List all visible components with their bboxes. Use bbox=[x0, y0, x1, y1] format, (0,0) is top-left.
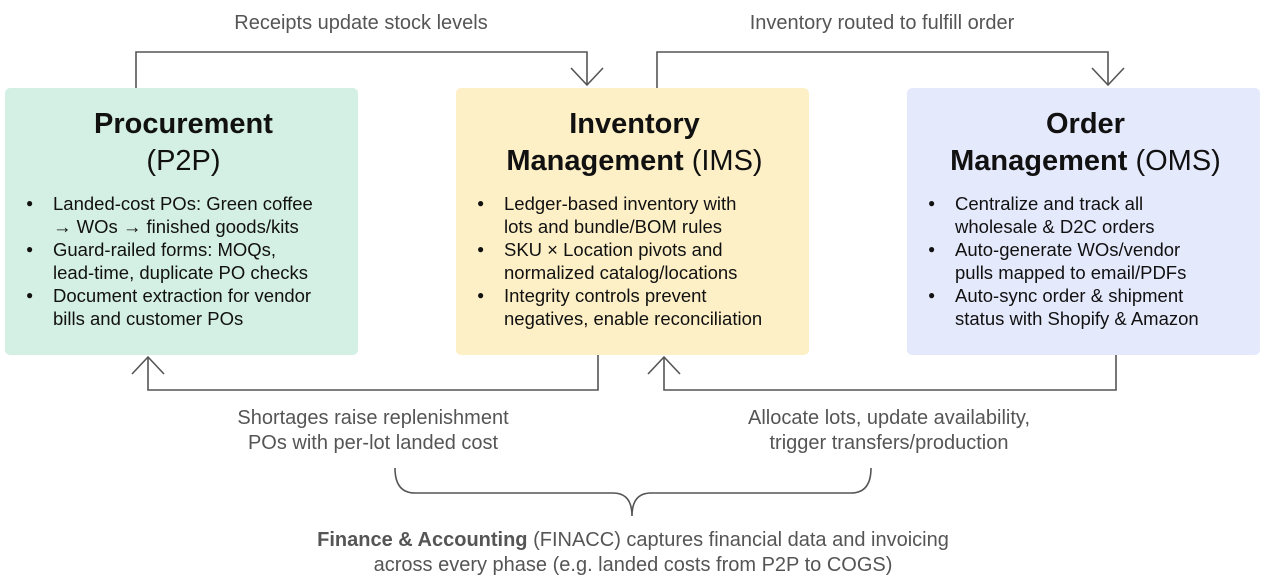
order-box: Order Management (OMS) Centralize and tr… bbox=[907, 88, 1260, 355]
list-item: Guard-railed forms: MOQs,lead-time, dupl… bbox=[23, 238, 344, 284]
order-title-main: Order bbox=[1046, 108, 1125, 140]
routing-arrow bbox=[656, 51, 1109, 88]
order-abbr: (OMS) bbox=[1135, 145, 1221, 177]
inventory-title-main: Inventory bbox=[569, 108, 700, 140]
routing-arrowhead bbox=[1091, 67, 1125, 87]
allocation-arrowhead bbox=[647, 355, 681, 375]
allocation-arrow bbox=[663, 355, 1117, 391]
finance-caption: Finance & Accounting (FINACC) captures f… bbox=[0, 528, 1266, 578]
order-title: Order Management (OMS) bbox=[925, 106, 1246, 180]
procurement-box: Procurement (P2P) Landed-cost POs: Green… bbox=[5, 88, 358, 355]
inventory-title-second: Management bbox=[506, 145, 684, 177]
finance-title: Finance & Accounting bbox=[317, 529, 528, 551]
finance-text: (FINACC) captures financial data and inv… bbox=[527, 529, 949, 551]
procurement-bullets: Landed-cost POs: Green coffee→ WOs → fin… bbox=[23, 192, 344, 330]
receipts-flow-label: Receipts update stock levels bbox=[234, 12, 488, 34]
list-item: Landed-cost POs: Green coffee→ WOs → fin… bbox=[23, 192, 344, 238]
inventory-box: Inventory Management (IMS) Ledger-based … bbox=[456, 88, 809, 355]
replenishment-arrowhead bbox=[131, 355, 165, 375]
receipts-arrowhead bbox=[570, 67, 604, 87]
inventory-abbr: (IMS) bbox=[691, 145, 763, 177]
inventory-title: Inventory Management (IMS) bbox=[474, 106, 795, 180]
procurement-title-main: Procurement bbox=[94, 108, 273, 140]
replenishment-flow-label: Shortages raise replenishment POs with p… bbox=[237, 407, 509, 454]
finance-text-line2: across every phase (e.g. landed costs fr… bbox=[373, 554, 893, 576]
procurement-abbr: (P2P) bbox=[146, 145, 221, 177]
finance-brace bbox=[394, 467, 872, 517]
order-title-second: Management bbox=[950, 145, 1128, 177]
procurement-title: Procurement (P2P) bbox=[23, 106, 344, 180]
allocation-flow-label: Allocate lots, update availability, trig… bbox=[747, 407, 1030, 454]
routing-flow-label: Inventory routed to fulfill order bbox=[749, 12, 1015, 34]
replenishment-arrow bbox=[147, 355, 599, 391]
receipts-arrow bbox=[135, 51, 588, 88]
